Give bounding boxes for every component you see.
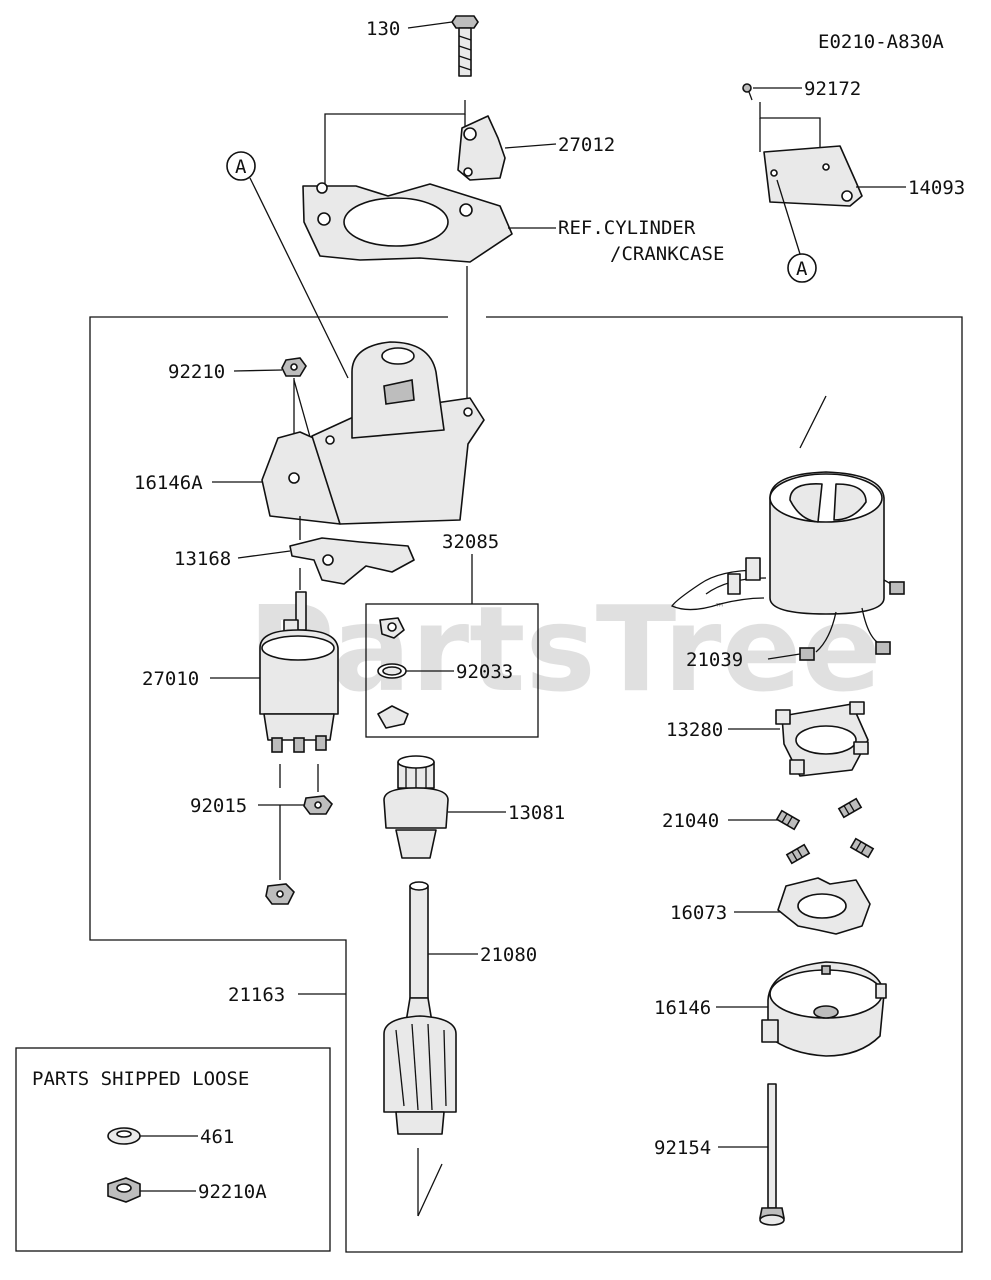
label-461: 461 <box>200 1126 234 1148</box>
label-13081: 13081 <box>508 802 565 824</box>
loose-parts-title: PARTS SHIPPED LOOSE <box>32 1068 249 1090</box>
label-27012: 27012 <box>558 134 615 156</box>
springs-21040 <box>775 797 875 865</box>
label-16073: 16073 <box>670 902 727 924</box>
bolt-130 <box>451 15 479 77</box>
callout-a-left-letter: A <box>235 156 247 178</box>
lever-13168 <box>289 537 415 585</box>
label-16146a: 16146A <box>134 472 203 494</box>
nut-92210 <box>281 357 307 377</box>
label-13280: 13280 <box>666 719 723 741</box>
label-13168: 13168 <box>174 548 231 570</box>
end-cover-16146 <box>761 961 887 1057</box>
label-92154: 92154 <box>654 1137 711 1159</box>
label-130: 130 <box>366 18 400 40</box>
mounting-plate <box>302 182 513 263</box>
starter-housing-16146a <box>261 341 485 525</box>
label-21080: 21080 <box>480 944 537 966</box>
label-21039: 21039 <box>686 649 743 671</box>
label-92210: 92210 <box>168 361 225 383</box>
plate-16073 <box>777 877 871 935</box>
label-21040: 21040 <box>662 810 719 832</box>
nut-92210a <box>107 1177 141 1203</box>
callout-a-right-letter: A <box>796 258 808 280</box>
kit-32085-parts <box>377 617 409 729</box>
label-92210a: 92210A <box>198 1181 267 1203</box>
callout-a-left <box>226 151 256 181</box>
bracket-14093 <box>763 145 863 207</box>
label-92033: 92033 <box>456 661 513 683</box>
label-14093: 14093 <box>908 177 965 199</box>
label-92172: 92172 <box>804 78 861 100</box>
kit-32085-box <box>365 603 539 738</box>
frame-lines <box>15 316 963 1253</box>
solenoid-27010 <box>259 591 339 753</box>
callout-a-right <box>787 253 817 283</box>
label-27010: 27010 <box>142 668 199 690</box>
watermark-trademark: ™ <box>716 601 723 615</box>
screw-92172 <box>742 83 753 101</box>
label-92015: 92015 <box>190 795 247 817</box>
yoke-21039 <box>671 471 905 661</box>
brush-holder-13280 <box>775 701 869 777</box>
pinion-13081 <box>383 755 449 859</box>
label-ref-line2: /CRANKCASE <box>610 243 724 265</box>
armature-21080 <box>383 881 457 1135</box>
label-32085: 32085 <box>442 531 499 553</box>
through-bolt-92154 <box>759 1083 785 1226</box>
diagram-id: E0210-A830A <box>818 31 944 53</box>
label-16146: 16146 <box>654 997 711 1019</box>
washer-461 <box>107 1127 141 1145</box>
label-21163: 21163 <box>228 984 285 1006</box>
label-ref-line1: REF.CYLINDER <box>558 217 696 239</box>
